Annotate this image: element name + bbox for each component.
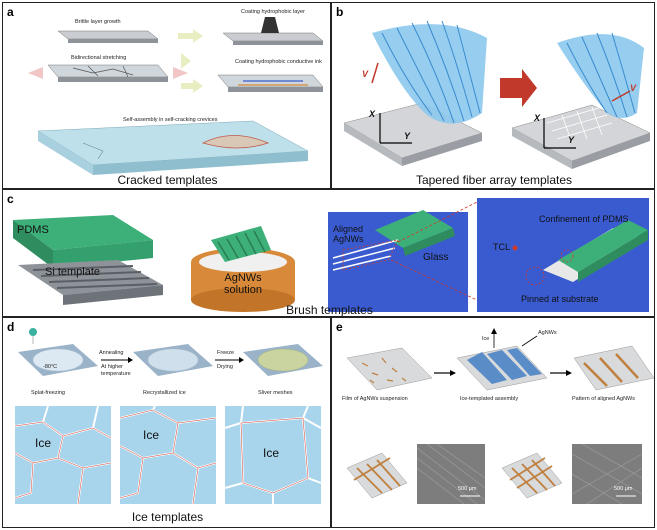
label-si-template: Si template <box>45 266 101 278</box>
step-coating-hydrophobic: Coating hydrophobic layer <box>241 9 305 15</box>
panel-a-label: a <box>7 5 14 19</box>
panel-d: d -80°C Annealing <box>2 317 331 528</box>
label-confinement: Confinement of PDMS <box>539 214 629 224</box>
panel-a-illustration <box>28 17 324 175</box>
label-glass: Glass <box>423 252 449 263</box>
panel-a-caption: Cracked templates <box>117 173 218 187</box>
panel-b-illustration <box>343 20 651 169</box>
ice-panel-3 <box>224 405 322 504</box>
label-temp: -80°C <box>43 364 58 370</box>
label-pdms: PDMS <box>17 224 49 236</box>
arrow2-bottom: Drying <box>217 364 233 370</box>
step-splat: Splat-freezing <box>31 390 65 396</box>
label-agnws: AgNWs <box>538 330 557 336</box>
panel-c-caption: Brush templates <box>286 303 373 317</box>
panel-c: c PDMS Si template AgNWs sol <box>2 189 655 317</box>
arrow2-top: Freeze <box>217 350 235 356</box>
label-agnws-solution-text: AgNWs solution <box>224 272 262 296</box>
axis-v-left: V <box>362 69 369 79</box>
axis-x-left: X <box>369 109 376 119</box>
scale-bar-2: 500 μm <box>614 486 633 492</box>
ice-label-3: Ice <box>263 446 280 460</box>
panel-d-caption: Ice templates <box>131 510 204 524</box>
ice-label-1: Ice <box>35 436 52 450</box>
arrow1-top: Annealing <box>99 350 124 356</box>
label-ice: Ice <box>482 336 490 342</box>
panel-c-label: c <box>7 192 14 206</box>
step-sliver: Sliver meshes <box>258 390 293 396</box>
scale-bar-1: 500 μm <box>458 486 477 492</box>
ice-panel-1 <box>14 405 112 505</box>
panel-b-label: b <box>336 5 344 19</box>
step-self-assembly: Self-assembly in self-cracking crevices <box>123 117 218 123</box>
label-aligned-agnws: Aligned AgNWs <box>333 224 373 244</box>
panel-d-illustration <box>14 328 323 505</box>
panel-e: e Ice AgNWs Film of AgNWs suspens <box>331 317 655 528</box>
step-pattern: Pattern of aligned AgNWs <box>572 396 635 402</box>
label-agnws-solution: AgNWs solution <box>213 272 273 296</box>
step-coating-ink: Coating hydrophobic conductive ink <box>235 59 322 65</box>
arrow1-bottom-text: At higher temperature <box>101 364 131 377</box>
arrow1-bottom: At higher temperature <box>101 364 137 378</box>
ice-label-2: Ice <box>143 428 160 442</box>
panel-b: b X Y V X Y V Tapered fiber array templa… <box>331 2 655 189</box>
step-ice-templated: Ice-templated assembly <box>460 396 519 402</box>
panel-c-illustration <box>13 198 649 312</box>
label-pinned: Pinned at substrate <box>521 294 599 304</box>
panel-e-label: e <box>336 320 343 334</box>
axis-x-right: X <box>534 113 541 123</box>
ice-panel-2 <box>119 405 217 505</box>
axis-v-right: V <box>630 83 637 93</box>
panel-e-illustration <box>346 328 654 505</box>
label-aligned-agnws-text: Aligned AgNWs <box>333 224 364 244</box>
step-bidirectional: Bidirectional stretching <box>71 55 127 61</box>
step-film: Film of AgNWs suspension <box>342 396 408 402</box>
panel-b-caption: Tapered fiber array templates <box>415 173 573 187</box>
panel-a: a Brittle layer growth Bidirectional str… <box>2 2 331 189</box>
step-recrystallized: Recrystallized ice <box>143 390 186 396</box>
step-brittle-layer: Brittle layer growth <box>75 19 121 25</box>
label-tcl: TCL <box>493 242 511 252</box>
axis-y-right: Y <box>568 135 575 145</box>
axis-y-left: Y <box>404 131 411 141</box>
panel-d-label: d <box>7 320 15 334</box>
